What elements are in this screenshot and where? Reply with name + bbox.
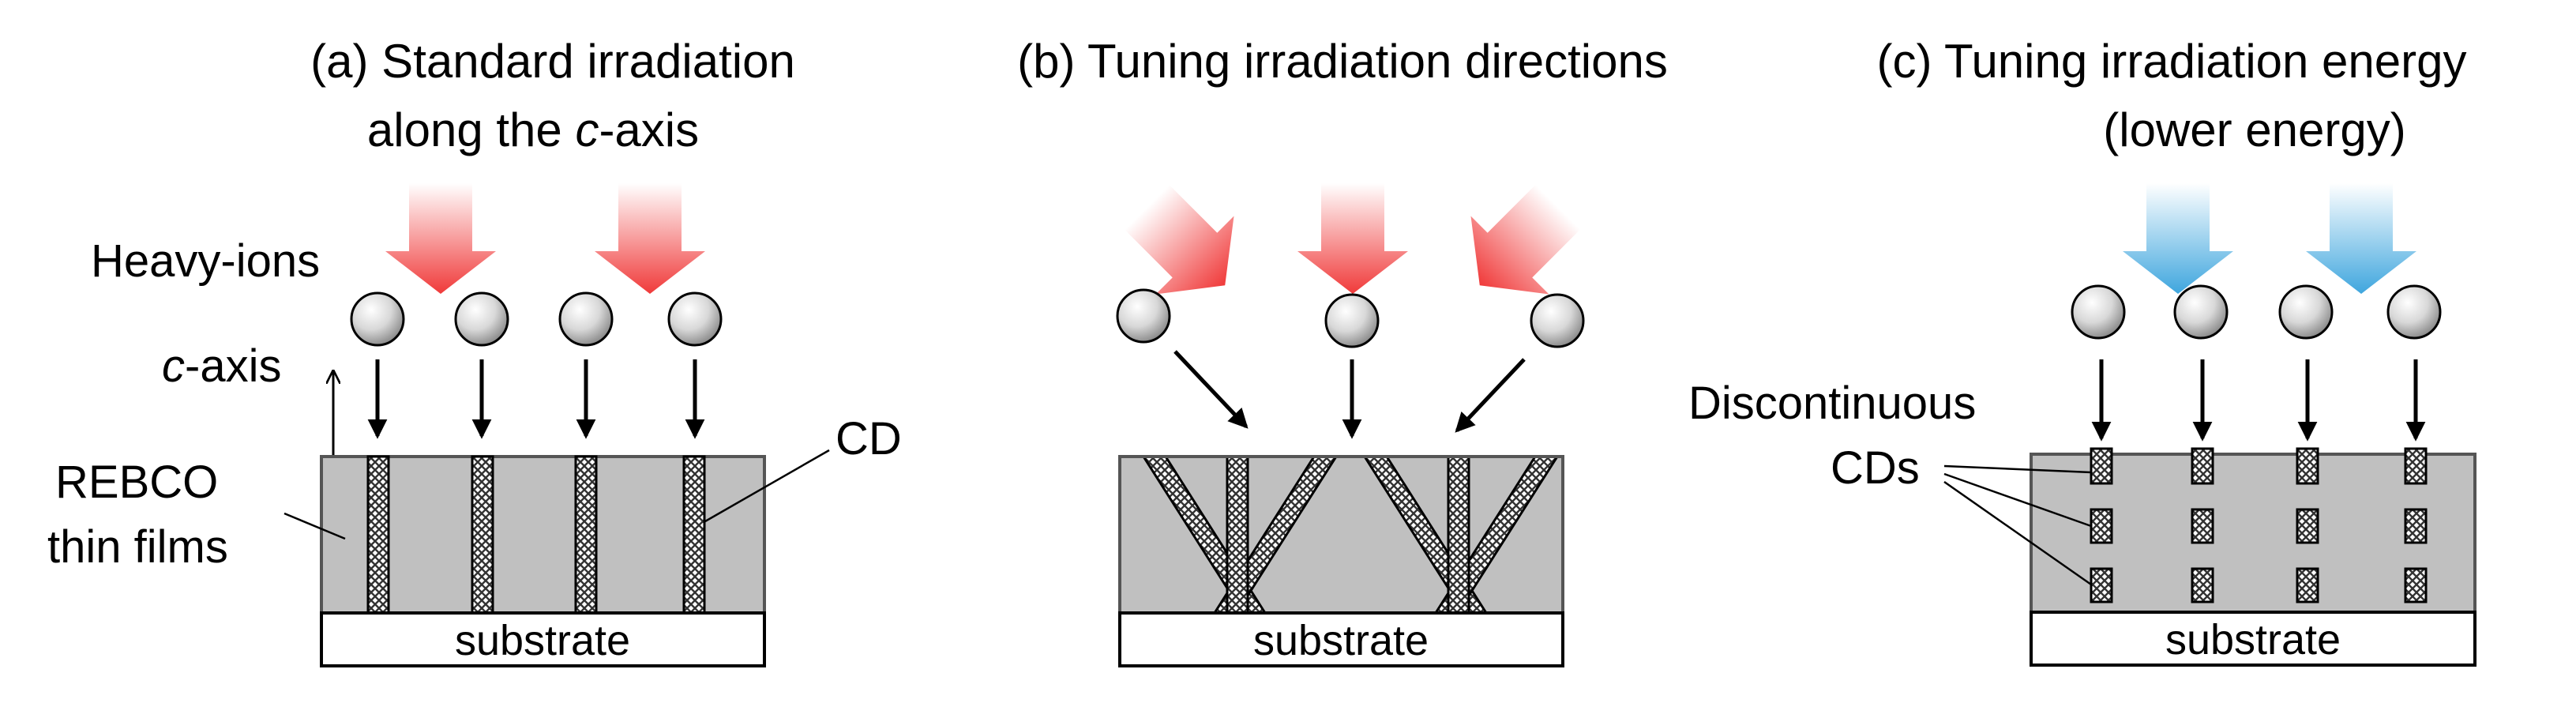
heavy-ion-beam-arrow [385,183,496,294]
c-axis-label: c-axis [162,340,281,392]
panel-c: (c) Tuning irradiation energy (lower ene… [1688,35,2476,667]
columnar-defect [574,455,598,615]
columnar-defect [366,455,390,615]
rebco-leader-line [284,512,346,540]
panel-c-title-line1: (c) Tuning irradiation energy [1876,35,2466,88]
panel-b: (b) Tuning irradiation directions substr… [1017,35,1668,667]
heavy-ion [2278,284,2334,340]
low-energy-beam-arrow [2306,183,2416,294]
substrate [320,611,766,667]
cds-label: CDs [1831,442,1920,494]
discontinuous-defect [2404,508,2428,544]
rebco-label-line1: REBCO [55,457,218,508]
cd-label: CD [836,413,902,464]
heavy-ion [454,291,509,347]
columnar-defect [1447,457,1470,613]
discontinuous-defect [2296,508,2319,544]
discontinuous-defect [2296,447,2319,485]
ion-trajectory-arrow [1455,358,1526,433]
heavy-ion [1116,288,1171,344]
discontinuous-defect [2191,447,2214,485]
substrate-label: substrate [2165,616,2341,664]
ion-trajectory-arrow [1173,350,1249,429]
discontinuous-defect [2090,567,2113,603]
panel-c-title-line2: (lower energy) [2103,103,2405,156]
columnar-defect [682,455,706,615]
crossed-defects [1142,457,1559,613]
heavy-ion [1324,293,1380,348]
heavy-ion [2071,284,2126,340]
columnar-defect [1226,457,1249,613]
low-energy-beam-arrow [2123,183,2233,294]
heavy-ion-beam-arrow-center [1297,183,1408,294]
discontinuous-defect [2191,508,2214,544]
cds-leader-line [1943,480,2092,586]
panel-a-title-line2: along the c-axis [367,103,699,156]
discontinuous-defect [2191,567,2214,603]
heavy-ion [1530,293,1585,348]
columnar-defect [471,455,494,615]
heavy-ion-beam-arrow-right [1470,184,1581,295]
heavy-ion-beam-arrow [595,183,705,294]
substrate [2030,611,2476,667]
cds-leader-line [1943,472,2092,528]
panel-b-title: (b) Tuning irradiation directions [1017,35,1668,88]
heavy-ion [2386,284,2442,340]
heavy-ion [2173,284,2229,340]
panel-a-title-line1: (a) Standard irradiation [310,35,795,88]
substrate-label: substrate [455,617,630,664]
substrate [1118,611,1564,667]
panel-a: (a) Standard irradiation along the c-axi… [47,35,902,667]
heavy-ion [667,291,723,347]
rebco-label-line2: thin films [47,521,228,573]
cds-leader-line [1943,464,2092,474]
discontinuous-label: Discontinuous [1688,378,1976,429]
substrate-label: substrate [1253,617,1429,664]
heavy-ion-beam-arrow-left [1124,184,1234,295]
discontinuous-defect [2404,567,2428,603]
discontinuous-defect [2090,508,2113,544]
discontinuous-defect [2090,447,2113,485]
cd-leader-line [704,449,830,523]
heavy-ion [350,291,405,347]
heavy-ions-label: Heavy-ions [91,235,320,287]
discontinuous-defect [2404,447,2428,485]
heavy-ion [558,291,614,347]
discontinuous-defect [2296,567,2319,603]
